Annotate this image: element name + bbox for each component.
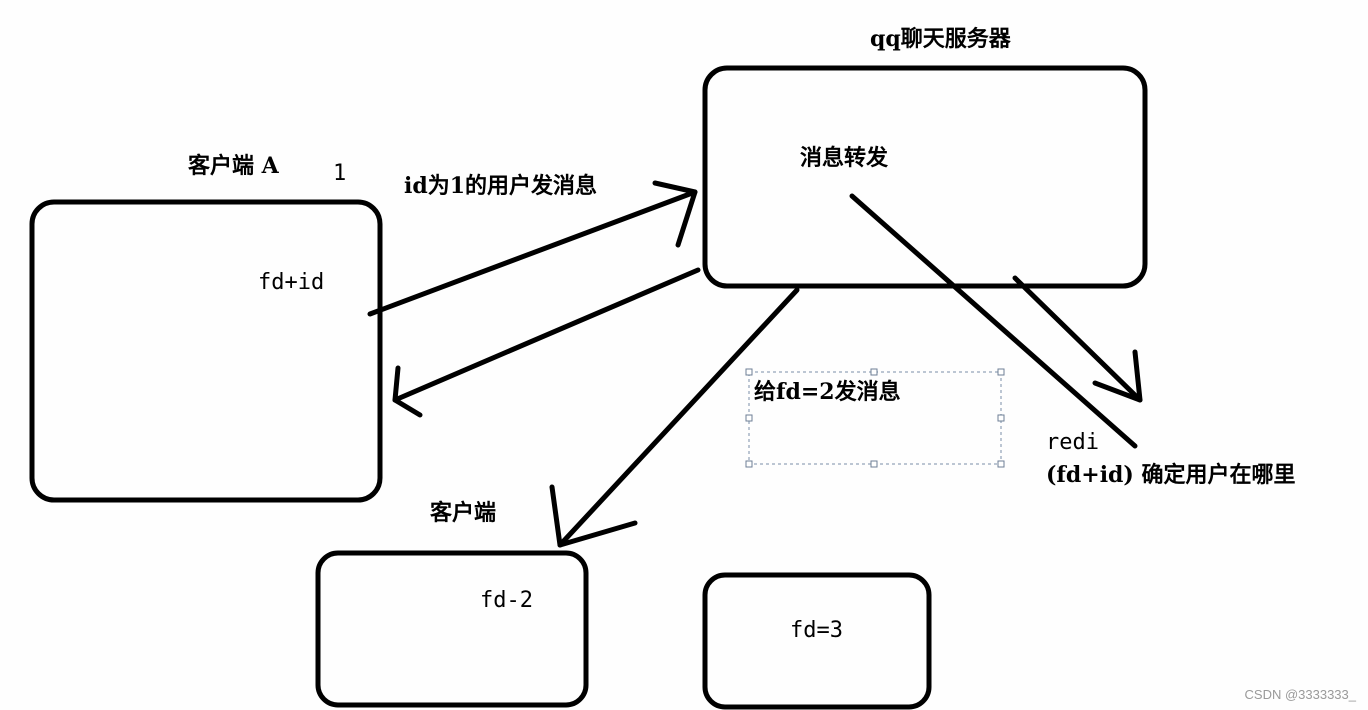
label-send-to-fd2: 给fd=2发消息 — [754, 379, 901, 405]
watermark: CSDN @3333333_ — [1244, 687, 1356, 702]
server-inner-label: 消息转发 — [800, 145, 889, 171]
label-redis: redi — [1046, 430, 1099, 455]
server-box — [702, 65, 1148, 289]
arrow-client-a-to-server — [367, 180, 698, 317]
arrow-server-to-redis — [1012, 275, 1143, 403]
client-c-box — [702, 572, 932, 710]
label-lookup: (fd+id) 确定用户在哪里 — [1046, 462, 1296, 488]
client-a-number: 1 — [333, 161, 347, 186]
client-a-box — [29, 199, 383, 503]
client-a-inner-label: fd+id — [258, 270, 325, 295]
client-b-title: 客户端 — [430, 500, 497, 526]
client-b-inner-label: fd-2 — [480, 588, 533, 613]
client-b-box — [315, 550, 589, 708]
client-c-inner-label: fd=3 — [790, 618, 843, 643]
selection-box — [745, 368, 1005, 468]
client-a-title: 客户端 A — [188, 153, 279, 179]
server-title: qq聊天服务器 — [870, 26, 1011, 52]
arrow-forward-to-redis — [849, 193, 1138, 449]
arrow-server-to-client-b — [549, 287, 800, 548]
arrow-server-to-client-a — [392, 267, 701, 418]
label-send-to-user: id为1的用户发消息 — [404, 173, 598, 199]
